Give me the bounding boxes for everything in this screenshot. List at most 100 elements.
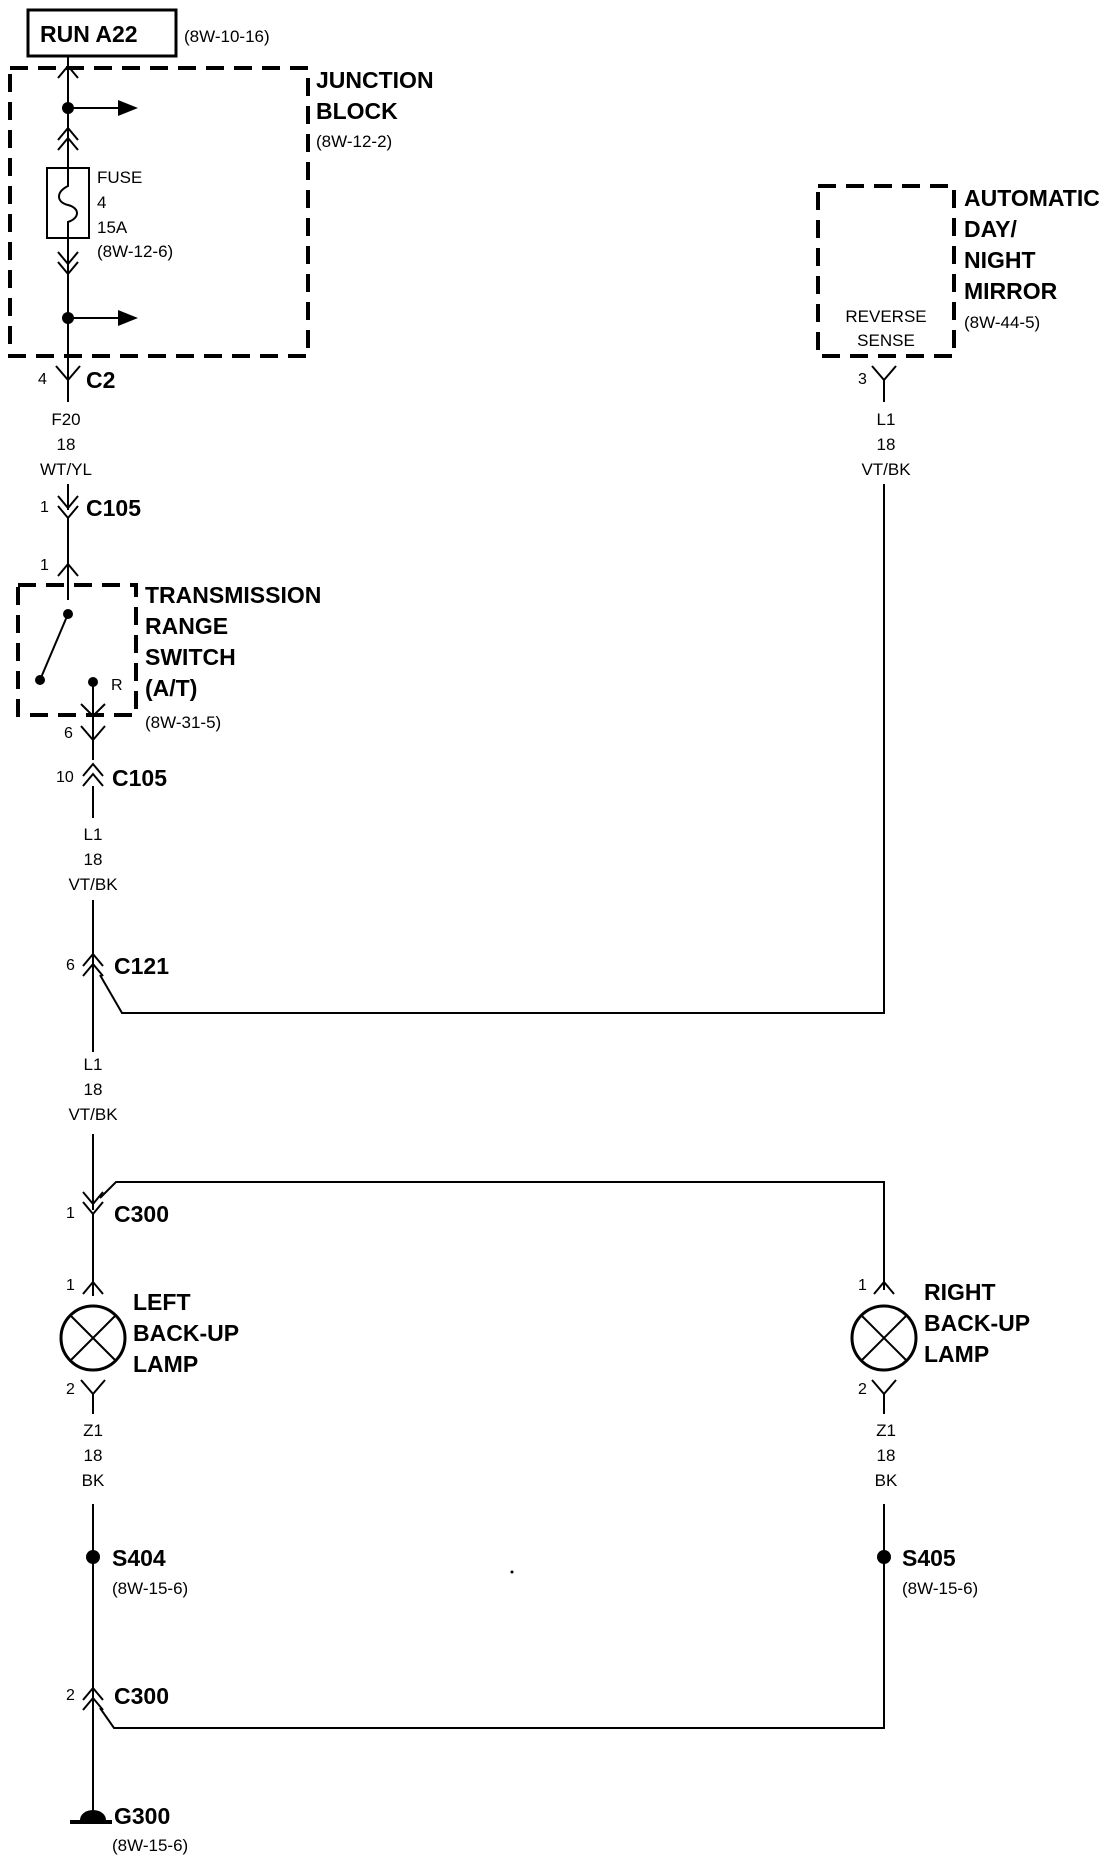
wire-z1-left-color: BK [82, 1471, 105, 1490]
g300-label: G300 [114, 1803, 170, 1829]
left-lamp-label-3: LAMP [133, 1351, 198, 1377]
left-lamp-pin-out: 2 [66, 1381, 75, 1398]
wire-c121-to-mirror [99, 484, 885, 1014]
right-lamp-label-2: BACK-UP [924, 1310, 1030, 1336]
right-lamp-pin-out: 2 [858, 1381, 867, 1398]
trs-pin-in: 1 [40, 557, 49, 574]
right-lamp-pin-in: 1 [858, 1277, 867, 1294]
trs-in-connector-icon [57, 562, 79, 577]
mirror-outline [816, 184, 956, 358]
left-lamp-label-1: LEFT [133, 1289, 191, 1315]
wire-l1-a-gauge: 18 [84, 850, 103, 869]
c121-pin: 6 [66, 957, 75, 974]
run-a22-box [26, 8, 178, 58]
left-lamp-label-2: BACK-UP [133, 1320, 239, 1346]
left-lamp-bulb-icon [59, 1304, 127, 1372]
s405-label: S405 [902, 1545, 956, 1571]
c121-connector-icon [82, 952, 104, 977]
wire-z1-right-gauge: 18 [877, 1446, 896, 1465]
wire-z1-left-gauge: 18 [84, 1446, 103, 1465]
c121-label: C121 [114, 953, 169, 979]
c300-bottom-label: C300 [114, 1683, 169, 1709]
trs-switch-arm [39, 613, 69, 681]
fuse-connector-chevron-bottom [57, 251, 79, 276]
mirror-ref: (8W-44-5) [964, 313, 1040, 332]
c300-bottom-pin: 2 [66, 1687, 75, 1704]
run-a22-label: RUN A22 [40, 21, 138, 47]
wire-l1-mirror-color: VT/BK [861, 460, 911, 479]
wire-l1-b-circuit: L1 [84, 1055, 103, 1074]
branch-arrowhead-lower [118, 310, 138, 326]
right-lamp-out-connector-icon [871, 1379, 897, 1396]
c105-top-label: C105 [86, 495, 141, 521]
wire-l1-b-color: VT/BK [68, 1105, 118, 1124]
wire-c300-to-right-lamp [99, 1181, 885, 1290]
wire-z1-right-circuit: Z1 [876, 1421, 896, 1440]
wire-l1-mirror-gauge: 18 [877, 435, 896, 454]
wire-f20-circuit: F20 [51, 410, 80, 429]
junction-block-ref: (8W-12-2) [316, 132, 392, 151]
junction-block-outline [8, 66, 310, 358]
wire-l1-a-circuit: L1 [84, 825, 103, 844]
c105-bottom-connector-icon [82, 762, 104, 787]
right-lamp-bulb-icon [850, 1304, 918, 1372]
left-lamp-cross-icon [70, 1315, 116, 1361]
fuse-element-icon [58, 168, 78, 238]
g300-ref: (8W-15-6) [112, 1836, 188, 1855]
left-lamp-pin-in: 1 [66, 1277, 75, 1294]
s404-splice-dot [86, 1550, 100, 1564]
mirror-inner-2: SENSE [857, 331, 915, 350]
mirror-label-3: NIGHT [964, 247, 1036, 273]
c105-top-pin: 1 [40, 499, 49, 516]
c300-bottom-connector-icon [82, 1686, 104, 1711]
scan-speck [510, 1570, 514, 1574]
trs-outline [16, 583, 138, 717]
c300-top-label: C300 [114, 1201, 169, 1227]
trs-out-chevron [80, 703, 106, 718]
fuse-connector-chevron-top [57, 126, 79, 151]
fuse-label: FUSE [97, 168, 142, 187]
trs-pin-out: 6 [64, 725, 73, 742]
trs-pin-out-icon [80, 725, 106, 742]
run-a22-ref: (8W-10-16) [184, 27, 270, 46]
wire-z1-right-color: BK [875, 1471, 898, 1490]
trs-label-3: SWITCH [145, 644, 236, 670]
wire-l1-b-gauge: 18 [84, 1080, 103, 1099]
left-lamp-in-connector-icon [82, 1280, 104, 1295]
mirror-label-2: DAY/ [964, 216, 1017, 242]
mirror-inner-1: REVERSE [845, 307, 926, 326]
wire-c300-to-s405 [99, 1568, 885, 1729]
s405-ref: (8W-15-6) [902, 1579, 978, 1598]
trs-label-4: (A/T) [145, 675, 197, 701]
right-lamp-in-connector-icon [873, 1280, 895, 1295]
wire-l1-mirror-circuit: L1 [877, 410, 896, 429]
fuse-number: 4 [97, 193, 106, 212]
junction-block-label-2: BLOCK [316, 98, 398, 124]
mirror-label-1: AUTOMATIC [964, 185, 1100, 211]
c300-top-pin: 1 [66, 1205, 75, 1222]
c105-bottom-pin: 10 [56, 769, 74, 786]
trs-label-2: RANGE [145, 613, 228, 639]
right-lamp-label-1: RIGHT [924, 1279, 996, 1305]
mirror-pin-connector-icon [871, 365, 897, 382]
trs-ref: (8W-31-5) [145, 713, 221, 732]
mirror-label-4: MIRROR [964, 278, 1058, 304]
trs-contact-label: R [111, 677, 123, 694]
left-lamp-out-connector-icon [80, 1379, 106, 1396]
trs-pivot [35, 675, 45, 685]
g300-ground-icon [80, 1810, 106, 1820]
junction-block-label-1: JUNCTION [316, 67, 434, 93]
wire-f20-gauge: 18 [57, 435, 76, 454]
wire-f20-color: WT/YL [40, 460, 92, 479]
trs-label-1: TRANSMISSION [145, 582, 321, 608]
c2-pin: 4 [38, 371, 47, 388]
right-lamp-label-3: LAMP [924, 1341, 989, 1367]
wire-z1-left-circuit: Z1 [83, 1421, 103, 1440]
wire-l1-a-color: VT/BK [68, 875, 118, 894]
c105-bottom-label: C105 [112, 765, 167, 791]
branch-arrowhead-upper [118, 100, 138, 116]
fuse-ref: (8W-12-6) [97, 242, 173, 261]
s404-ref: (8W-15-6) [112, 1579, 188, 1598]
s404-label: S404 [112, 1545, 166, 1571]
